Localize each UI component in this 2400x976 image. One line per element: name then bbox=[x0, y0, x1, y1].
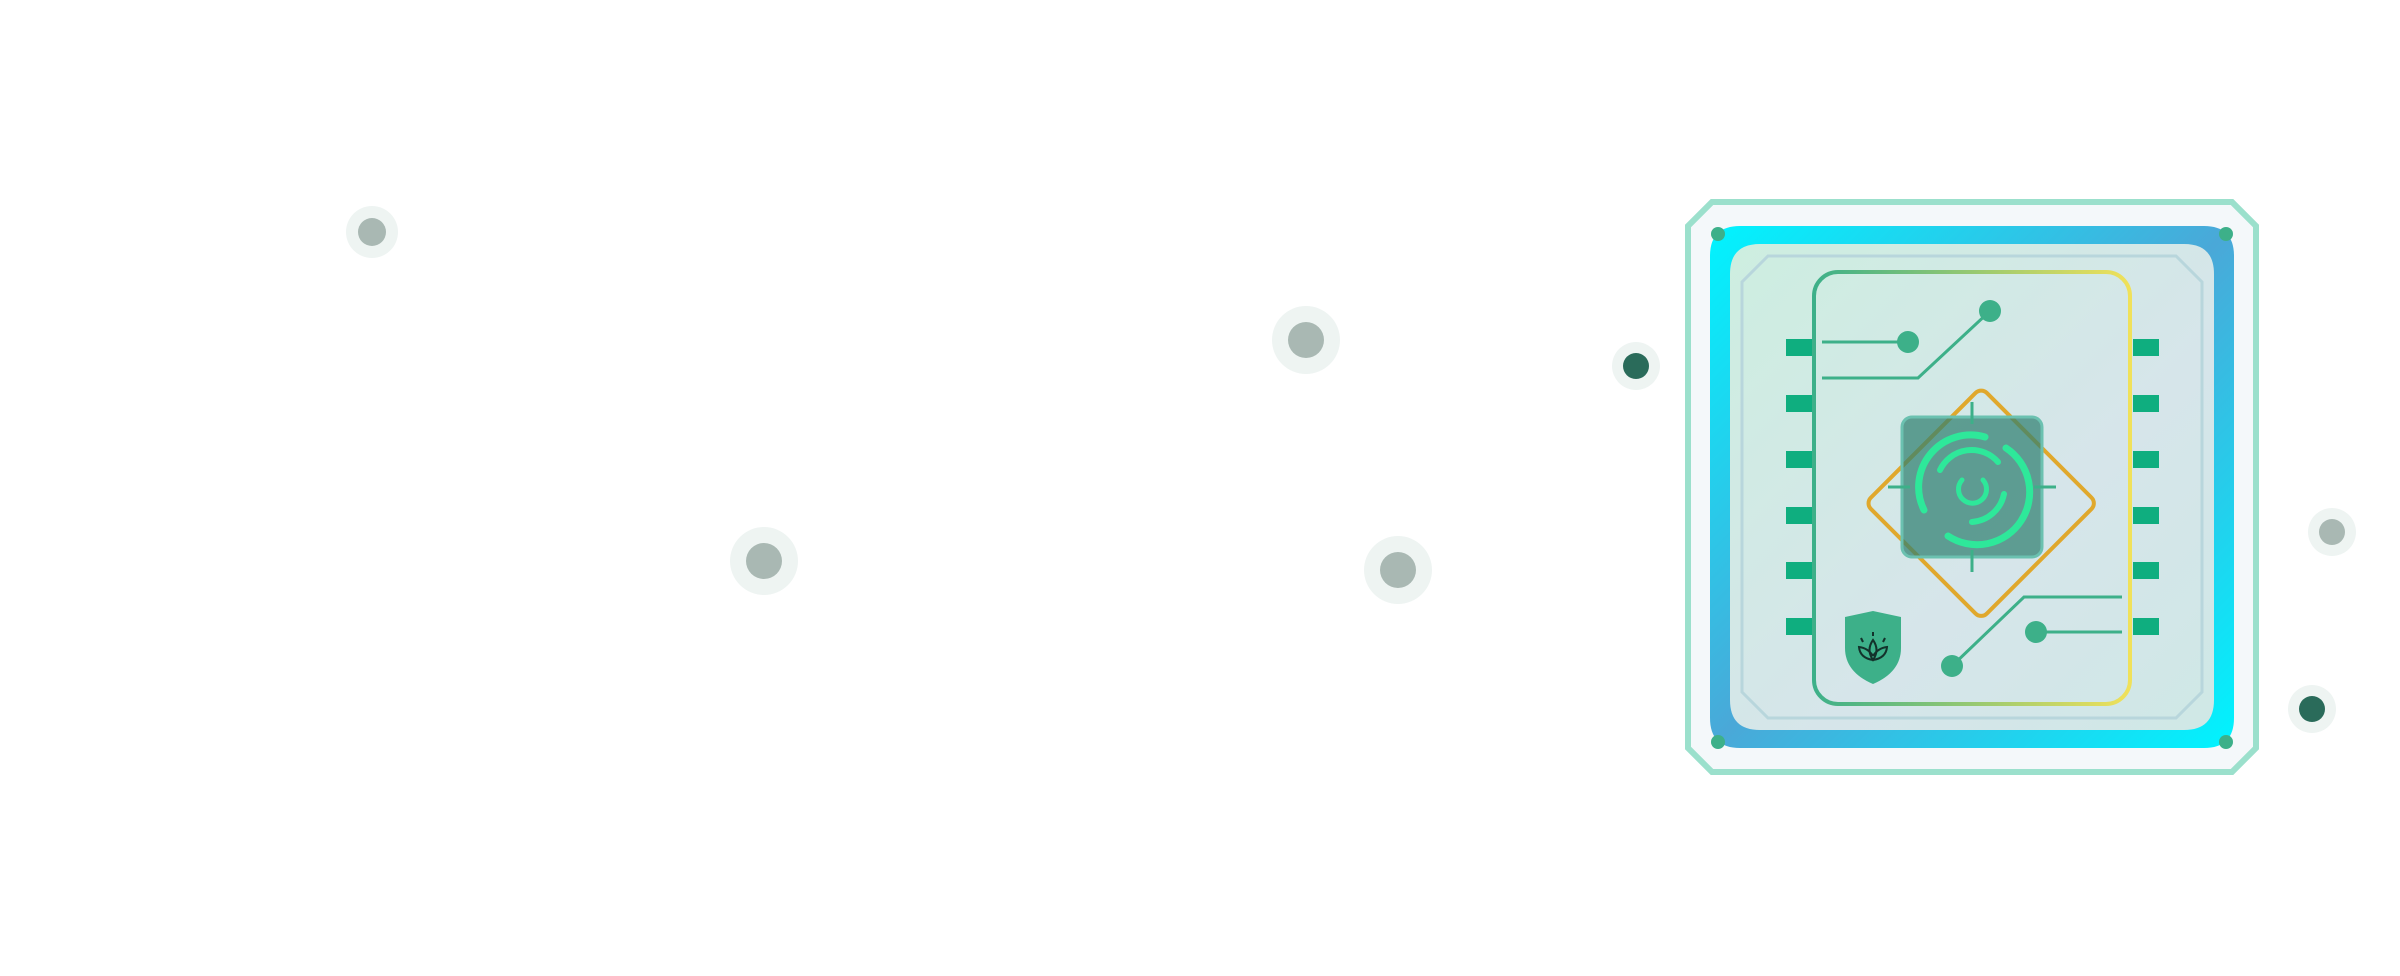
circuit-traces-top bbox=[1822, 309, 1992, 380]
lotus-icon bbox=[1857, 632, 1889, 662]
right-connector-bottom bbox=[2272, 685, 2400, 733]
shield-icon bbox=[1845, 611, 1901, 684]
right-connector-middle bbox=[2272, 508, 2400, 556]
left-pins bbox=[1786, 339, 1812, 635]
target-crosshair-icon bbox=[1888, 402, 2056, 572]
floating-node-4 bbox=[1364, 536, 1432, 604]
processor-core-icon bbox=[1888, 402, 2056, 572]
circuit-traces-bottom bbox=[1950, 595, 2122, 668]
floating-node-3 bbox=[730, 527, 798, 595]
floating-node-1 bbox=[346, 206, 398, 258]
floating-node-2 bbox=[1272, 306, 1340, 374]
chip-icon bbox=[1685, 199, 2259, 775]
right-pins bbox=[2133, 339, 2159, 635]
left-connector-top bbox=[1582, 342, 1678, 390]
